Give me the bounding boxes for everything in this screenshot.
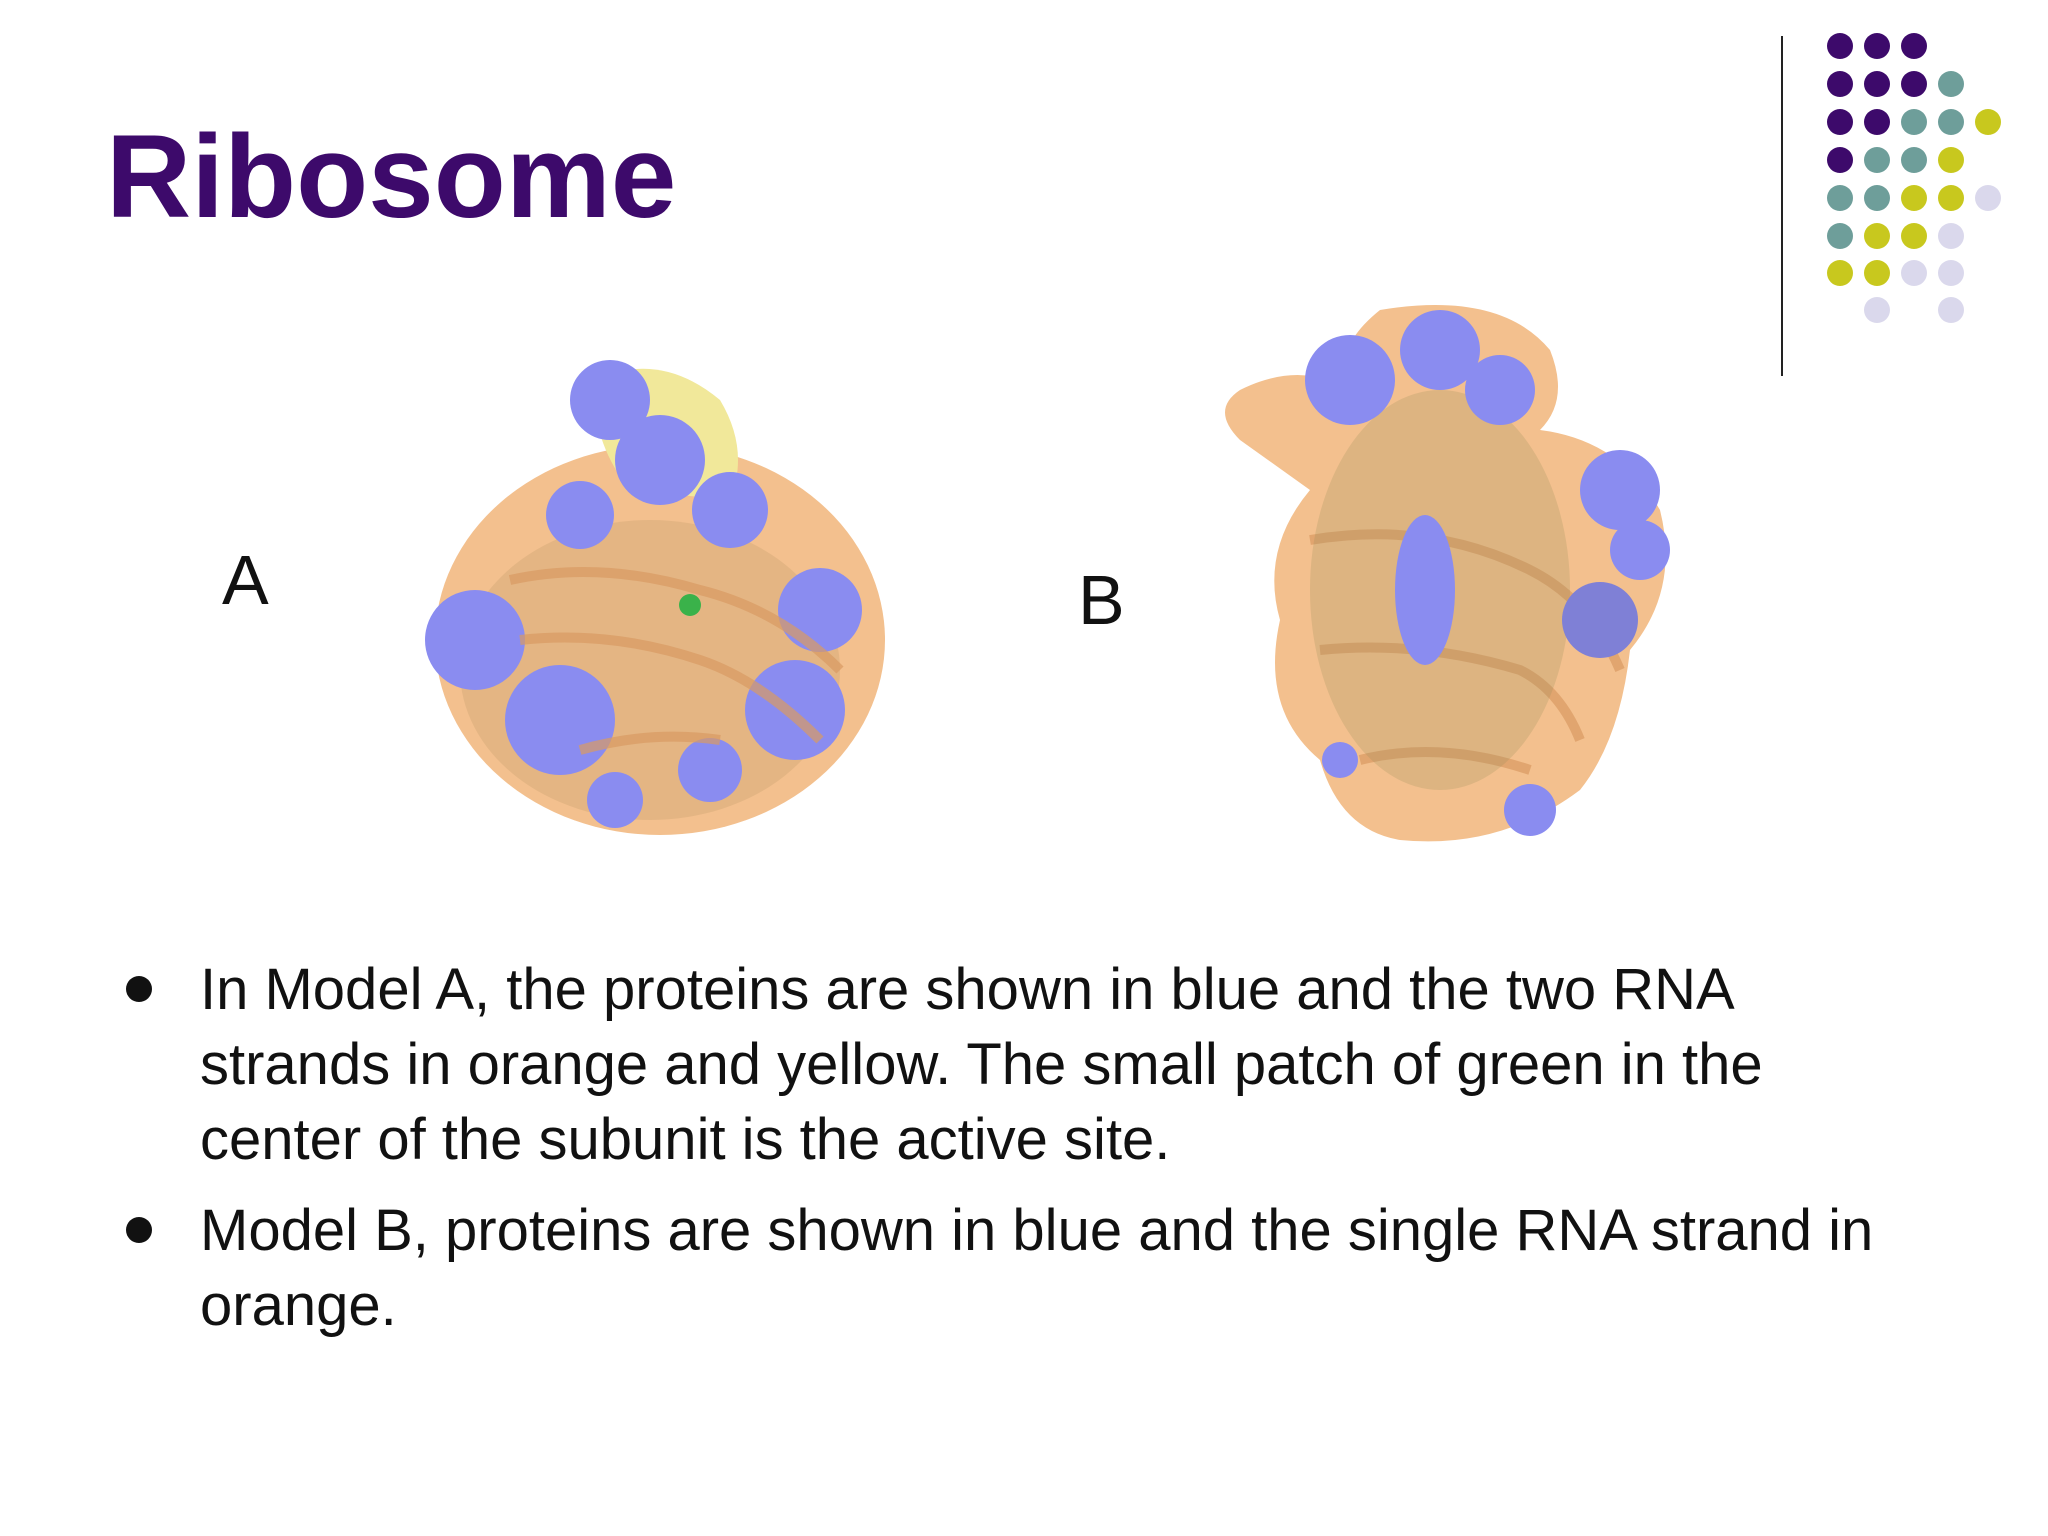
vertical-divider [1781, 36, 1783, 376]
protein-blob [778, 568, 862, 652]
slide-title: Ribosome [106, 111, 677, 243]
grid-dot [1864, 223, 1890, 249]
rna-texture [1358, 747, 1532, 775]
grid-dot [1938, 109, 1964, 135]
protein-blob [692, 472, 768, 548]
grid-dot [1827, 147, 1853, 173]
grid-dot [1938, 297, 1964, 323]
protein-blob [615, 415, 705, 505]
rna-texture [519, 632, 824, 744]
model-b-label: B [1078, 561, 1125, 639]
ribosome-model-a-icon [425, 360, 885, 835]
grid-dot [1827, 33, 1853, 59]
bullet-dot-icon [126, 976, 152, 1002]
protein-blob [1400, 310, 1480, 390]
grid-dot [1864, 185, 1890, 211]
protein-blob [1504, 784, 1556, 836]
grid-dot [1975, 109, 2001, 135]
bullet-dot-icon [126, 1217, 152, 1243]
grid-dot [1827, 71, 1853, 97]
grid-dot [1901, 147, 1927, 173]
bullet-list: In Model A, the proteins are shown in bl… [120, 952, 1880, 1359]
model-a-label: A [222, 541, 269, 619]
protein-blob [570, 360, 650, 440]
grid-dot [1975, 185, 2001, 211]
grid-dot [1864, 297, 1890, 323]
active-site [679, 594, 701, 616]
bullet-item: In Model A, the proteins are shown in bl… [120, 952, 1880, 1177]
protein-blob [1395, 515, 1455, 665]
grid-dot [1901, 33, 1927, 59]
protein-blob [505, 665, 615, 775]
grid-dot [1901, 71, 1927, 97]
ribosome-model-b-icon [1225, 305, 1670, 842]
grid-dot [1901, 223, 1927, 249]
grid-dot [1864, 109, 1890, 135]
protein-blob [1580, 450, 1660, 530]
grid-dot [1938, 147, 1964, 173]
bullet-text: Model B, proteins are shown in blue and … [200, 1198, 1874, 1338]
grid-dot [1827, 260, 1853, 286]
protein-blob [587, 772, 643, 828]
protein-blob [425, 590, 525, 690]
grid-dot [1938, 185, 1964, 211]
protein-blob [546, 481, 614, 549]
grid-dot [1901, 185, 1927, 211]
grid-dot [1864, 33, 1890, 59]
protein-blob [1305, 335, 1395, 425]
rna-texture [1319, 642, 1585, 742]
grid-dot [1827, 185, 1853, 211]
grid-dot [1901, 109, 1927, 135]
bullet-item: Model B, proteins are shown in blue and … [120, 1193, 1880, 1343]
grid-dot [1864, 147, 1890, 173]
grid-dot [1864, 260, 1890, 286]
protein-blob [678, 738, 742, 802]
protein-blob [1322, 742, 1358, 778]
grid-dot [1938, 260, 1964, 286]
grid-dot [1901, 260, 1927, 286]
grid-dot [1827, 223, 1853, 249]
protein-blob [745, 660, 845, 760]
protein-blob [1465, 355, 1535, 425]
bullet-text: In Model A, the proteins are shown in bl… [200, 957, 1763, 1172]
grid-dot [1827, 109, 1853, 135]
protein-blob [1562, 582, 1638, 658]
rna-texture [578, 731, 721, 755]
grid-dot [1864, 71, 1890, 97]
rna-texture [508, 567, 844, 674]
grid-dot [1938, 223, 1964, 249]
grid-dot [1938, 71, 1964, 97]
protein-blob [1610, 520, 1670, 580]
